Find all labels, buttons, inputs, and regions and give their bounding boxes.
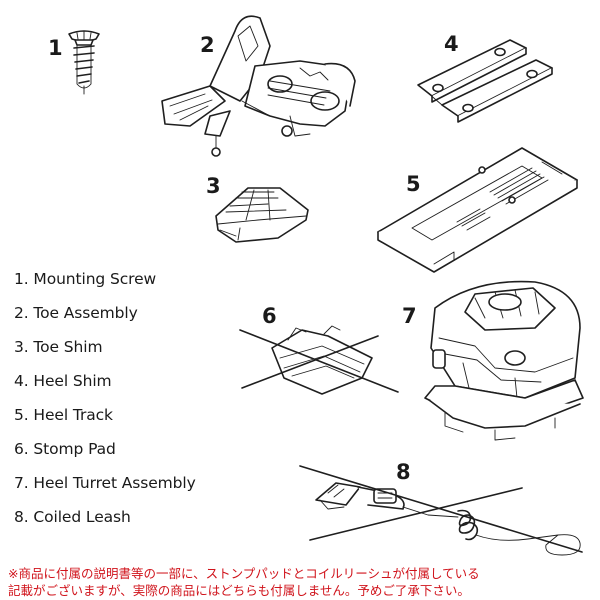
callout-3: 3 [206, 174, 221, 198]
callout-2: 2 [200, 33, 215, 57]
callout-1: 1 [48, 36, 63, 60]
mounting-screw [64, 28, 104, 102]
coiled-leash-strike-line-b [309, 487, 523, 541]
legend-item-heel-shim: 4. Heel Shim [14, 372, 112, 390]
callout-5: 5 [406, 172, 421, 196]
heel-shim [410, 30, 560, 129]
callout-7: 7 [402, 304, 417, 328]
legend-item-stomp-pad: 6. Stomp Pad [14, 440, 116, 458]
legend-item-heel-turret-assembly: 7. Heel Turret Assembly [14, 474, 196, 492]
legend-item-coiled-leash: 8. Coiled Leash [14, 508, 131, 526]
toe-shim [208, 180, 318, 249]
coiled-leash [308, 465, 588, 564]
heel-turret-assembly [415, 268, 590, 452]
callout-6: 6 [262, 304, 277, 328]
callout-8: 8 [396, 460, 411, 484]
parts-legend: 1. Mounting Screw 2. Toe Assembly 3. Toe… [14, 268, 196, 540]
notice-line-1: ※商品に付属の説明書等の一部に、ストンプパッドとコイルリーシュが付属している [8, 566, 480, 581]
notice-line-2: 記載がございますが、実際の商品にはどちらも付属しません。予めご了承下さい。 [8, 583, 470, 598]
callout-4: 4 [444, 32, 459, 56]
notice-text: ※商品に付属の説明書等の一部に、ストンプパッドとコイルリーシュが付属している 記… [8, 565, 596, 599]
toe-assembly [150, 6, 365, 160]
heel-track [372, 140, 587, 279]
coiled-leash-strike-line-a [299, 465, 583, 553]
legend-item-mounting-screw: 1. Mounting Screw [14, 270, 157, 288]
legend-item-heel-track: 5. Heel Track [14, 406, 113, 424]
stomp-pad-strike-line-a [239, 329, 399, 393]
legend-item-toe-shim: 3. Toe Shim [14, 338, 103, 356]
legend-item-toe-assembly: 2. Toe Assembly [14, 304, 138, 322]
stomp-pad-strike-line-b [241, 335, 379, 389]
